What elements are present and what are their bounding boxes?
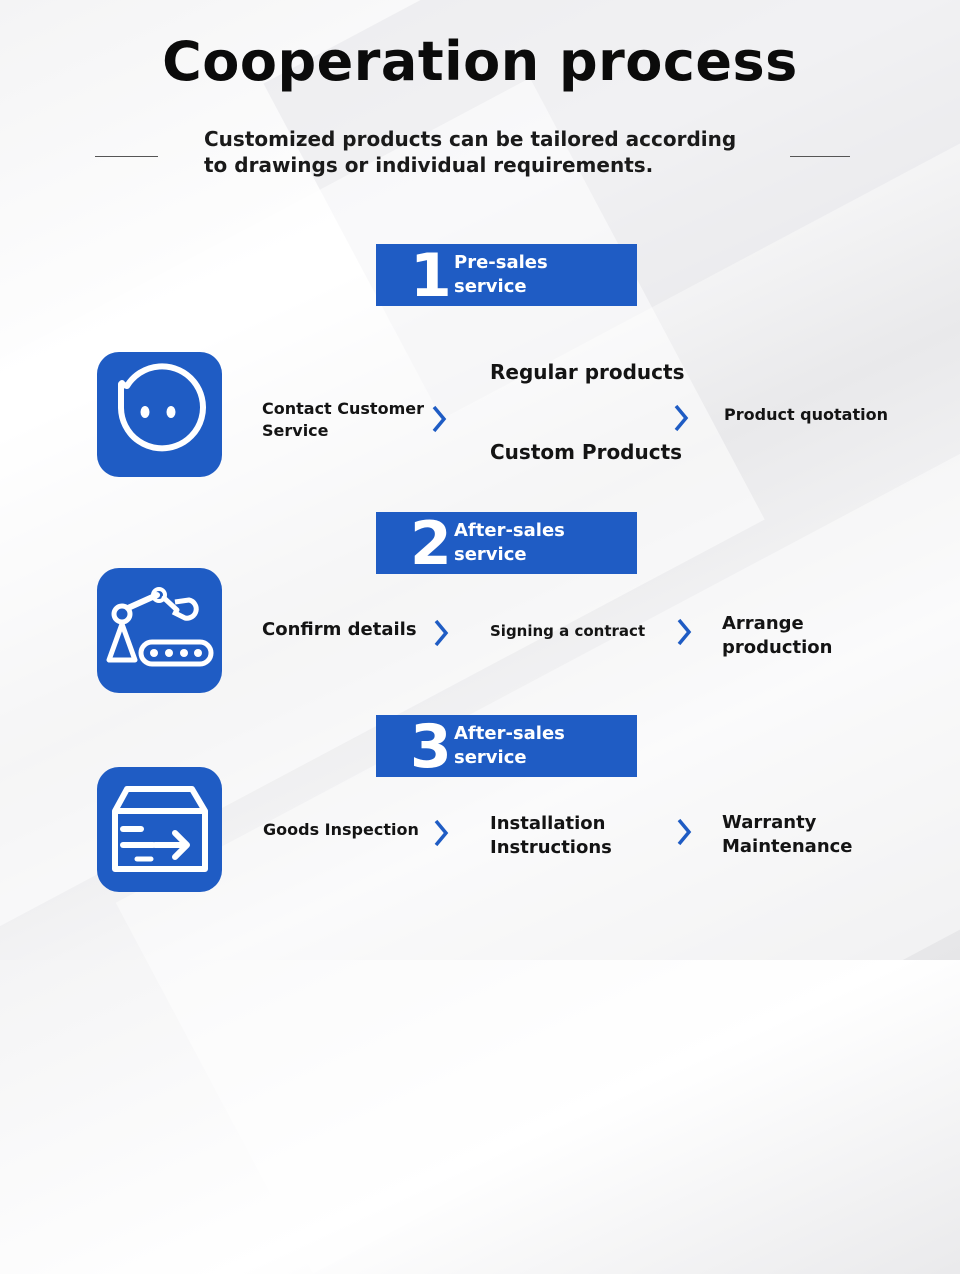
stage-number: 2 [410, 509, 452, 579]
step-regular-products: Regular products [490, 360, 685, 384]
stage-label: Pre-sales service [454, 252, 548, 297]
step-product-quotation: Product quotation [724, 405, 888, 424]
stage-number: 3 [410, 712, 452, 782]
chevron-right-icon [677, 618, 692, 646]
stage-number: 1 [410, 241, 452, 311]
step-custom-products: Custom Products [490, 440, 683, 464]
step-warranty-maintenance: Warranty Maintenance [722, 812, 853, 857]
chevron-right-icon [432, 405, 447, 433]
chevron-right-icon [434, 819, 449, 847]
step-confirm-details: Confirm details [262, 619, 417, 640]
chat-bubble-face-icon [97, 352, 222, 477]
chevron-right-icon [677, 818, 692, 846]
stage-label: After-sales service [454, 520, 565, 565]
box-arrow-icon [97, 767, 222, 892]
chevron-right-icon [434, 619, 449, 647]
step-installation-instructions: Installation Instructions [490, 813, 612, 858]
stage-1-banner: 1 Pre-sales service [376, 241, 637, 311]
step-contact-customer-service: Contact Customer Service [262, 399, 424, 440]
step-signing-a-contract: Signing a contract [490, 622, 646, 640]
divider-right [790, 156, 850, 157]
step-arrange-production: Arrange production [722, 613, 833, 658]
stage-2-banner: 2 After-sales service [376, 509, 637, 579]
stage-3-banner: 3 After-sales service [376, 712, 637, 782]
page-title: Cooperation process [162, 30, 798, 93]
chevron-right-icon [674, 404, 689, 432]
stage-label: After-sales service [454, 723, 565, 768]
page-subtitle: Customized products can be tailored acco… [204, 127, 737, 177]
divider-left [95, 156, 158, 157]
step-goods-inspection: Goods Inspection [263, 820, 419, 839]
robot-arm-conveyor-icon [97, 568, 222, 693]
